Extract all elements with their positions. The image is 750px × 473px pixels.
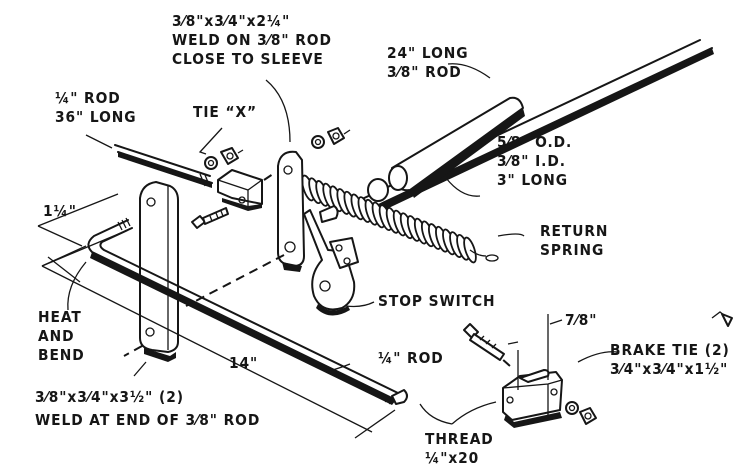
label-line: STOP SWITCH [378,292,496,310]
label-lower-arm: 3⁄8"x3⁄4"x3½" (2) WELD AT END OF 3⁄8" RO… [35,388,260,430]
leader-arrows [67,63,619,425]
label-line: CLOSE TO SLEEVE [172,50,324,68]
label-return-spring: RETURN SPRING [540,222,608,260]
label-stop-switch: STOP SWITCH [378,292,496,311]
brake-tie-nut [579,407,597,425]
tie-x-bolt [191,207,229,229]
tie-x-washer [204,156,218,170]
label-thread: THREAD ¼"x20 [425,430,494,468]
label-line: 3⁄8"x3⁄4"x3½" (2) [35,388,184,406]
label-quarter-rod: ¼" ROD [378,349,444,368]
quarter-rod-36 [114,144,213,188]
label-line: 3⁄8"x3⁄4"x2¼" [172,12,291,30]
dimension-14 [41,265,396,439]
dimension-7-8 [507,314,563,390]
label-sleeve: 5⁄8" O.D. 3⁄8" I.D. 3" LONG [497,133,572,190]
alignment-line [185,254,285,307]
label-line: ¼" ROD [378,349,444,367]
label-upper-arm: 3⁄8"x3⁄4"x2¼" WELD ON 3⁄8" ROD CLOSE TO … [172,12,332,69]
label-line: AND [38,327,75,345]
bent-quarter-rod [87,217,408,405]
label-line: 3⁄8" ROD [387,63,462,81]
label-line: RETURN [540,222,609,240]
label-line: HEAT [38,308,82,326]
arm-nut [327,127,351,145]
label-line: 3" LONG [497,171,568,189]
alignment-line [123,345,143,357]
stop-switch [303,209,359,316]
label-line: ¼" ROD [55,89,121,107]
alignment-line [263,171,277,181]
label-line: 24" LONG [387,44,469,62]
label-line: 36" LONG [55,108,137,126]
label-line: 7⁄8" [565,311,598,329]
label-line: THREAD [425,430,494,448]
label-line: 3⁄8" I.D. [497,152,566,170]
label-line: BEND [38,346,85,364]
spring-eye [485,254,499,262]
label-line: 5⁄8" O.D. [497,133,573,151]
label-heat-bend: HEAT AND BEND [38,308,85,365]
return-spring [301,174,477,264]
label-bend-offset: 1¼" [43,202,77,221]
label-line: WELD AT END OF 3⁄8" ROD [35,411,261,429]
sleeve [367,96,525,202]
brake-tie-washer [565,401,579,415]
brake-tie-block [502,369,563,428]
label-line: 1¼" [43,202,77,220]
arm-washer [311,135,325,149]
label-brake-tie-offset: 7⁄8" [565,311,597,330]
label-line: ¼"x20 [425,449,480,467]
label-brake-tie: BRAKE TIE (2) 3⁄4"x3⁄4"x1½" [610,341,730,379]
pivot-pin [319,205,339,223]
label-line: 3⁄4"x3⁄4"x1½" [610,360,729,378]
label-tie-x: TIE “X” [193,103,257,122]
label-quarter-rod-36: ¼" ROD 36" LONG [55,89,136,127]
label-line: WELD ON 3⁄8" ROD [172,31,332,49]
tie-x-block [217,169,263,211]
lower-arm [139,181,179,362]
brake-tie-bolt [463,323,505,361]
label-line: 14" [229,354,259,372]
label-line: TIE “X” [193,103,258,121]
label-line: SPRING [540,241,605,259]
upper-arm [277,150,305,272]
label-long-rod: 24" LONG 3⁄8" ROD [387,44,468,82]
tie-x-nut [220,147,244,165]
label-line: BRAKE TIE (2) [610,341,730,359]
label-length-14: 14" [229,354,258,373]
spring-hook [469,249,487,257]
pen-mark [711,311,733,327]
